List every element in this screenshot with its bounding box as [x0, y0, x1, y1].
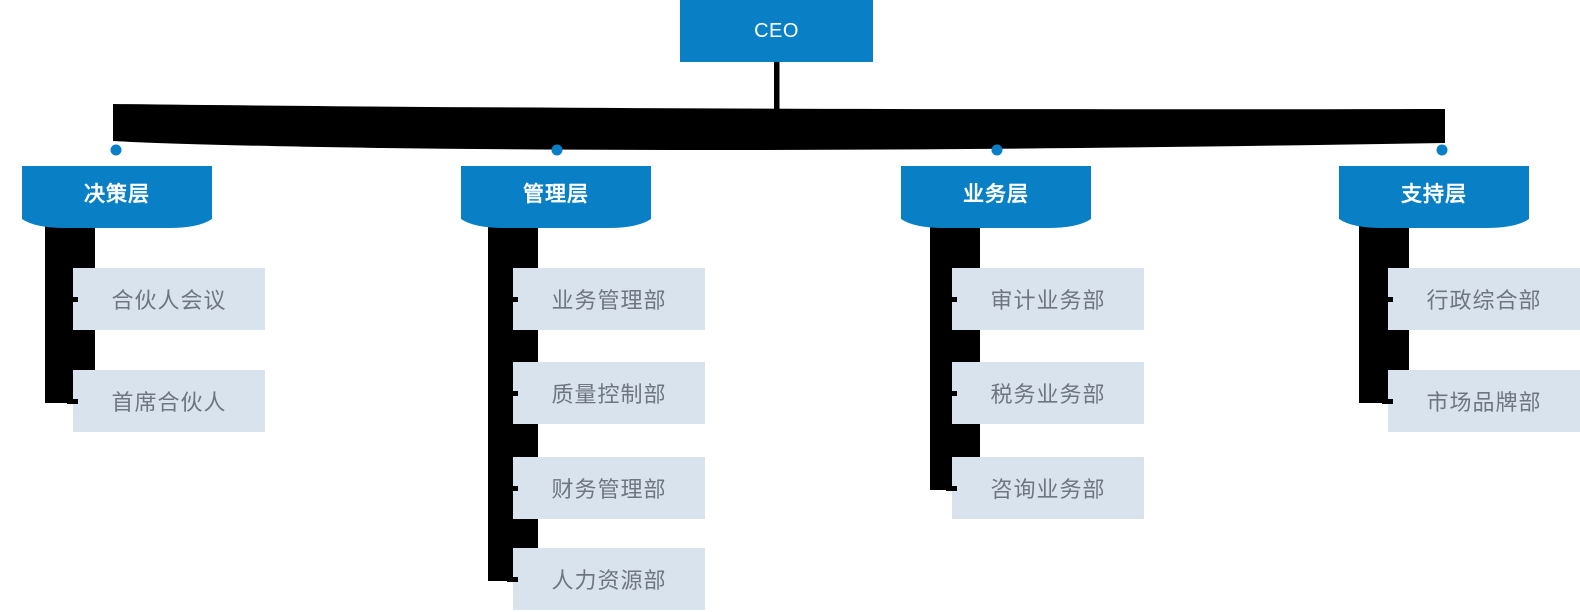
child-stub-connector — [67, 296, 78, 302]
child-node: 业务管理部 — [513, 268, 705, 330]
child-stub-connector — [507, 485, 518, 491]
child-node-label: 质量控制部 — [551, 382, 667, 407]
root-stem-connector — [774, 62, 780, 110]
child-node-label: 业务管理部 — [551, 288, 667, 313]
child-stub-connector — [1382, 296, 1393, 302]
child-stub-connector — [507, 296, 518, 302]
child-node: 合伙人会议 — [73, 268, 265, 330]
child-stub-connector — [67, 398, 78, 404]
branch-ribbon-shape — [1339, 166, 1529, 228]
child-node: 首席合伙人 — [73, 370, 265, 432]
root-node-label: CEO — [754, 19, 799, 42]
child-node: 质量控制部 — [513, 362, 705, 424]
junction-dot-icon — [551, 144, 563, 156]
child-node: 市场品牌部 — [1388, 370, 1580, 432]
branch-node-label: 业务层 — [963, 183, 1029, 206]
junction-dot-icon — [1436, 144, 1448, 156]
child-stub-connector — [946, 296, 957, 302]
child-stub-connector — [946, 390, 957, 396]
branch-rail-connector — [930, 222, 980, 490]
child-stub-connector — [507, 576, 518, 582]
child-stub-connector — [946, 485, 957, 491]
root-node: CEO — [680, 0, 873, 62]
child-node: 审计业务部 — [952, 268, 1144, 330]
child-node-label: 税务业务部 — [990, 382, 1106, 407]
child-node-label: 行政综合部 — [1426, 288, 1542, 313]
child-node-label: 咨询业务部 — [990, 477, 1106, 502]
junction-dot-icon — [110, 144, 122, 156]
child-node-label: 审计业务部 — [990, 288, 1106, 313]
branch-node: 业务层 — [901, 166, 1091, 228]
branch-ribbon-shape — [461, 166, 651, 228]
branch-node-label: 支持层 — [1401, 183, 1467, 206]
child-node-label: 人力资源部 — [551, 568, 667, 593]
child-node: 人力资源部 — [513, 548, 705, 610]
top-rail-connector — [113, 104, 1445, 151]
child-stub-connector — [507, 390, 518, 396]
child-node: 行政综合部 — [1388, 268, 1580, 330]
child-node-label: 合伙人会议 — [111, 288, 227, 313]
branch-ribbon-shape — [901, 166, 1091, 228]
child-node-label: 市场品牌部 — [1426, 390, 1542, 415]
child-node-label: 首席合伙人 — [111, 390, 227, 415]
branch-node: 支持层 — [1339, 166, 1529, 228]
branch-node-label: 决策层 — [84, 183, 150, 206]
branch-node: 管理层 — [461, 166, 651, 228]
child-node-label: 财务管理部 — [551, 477, 667, 502]
junction-dot-icon — [991, 144, 1003, 156]
child-node: 税务业务部 — [952, 362, 1144, 424]
branch-node-label: 管理层 — [523, 183, 589, 206]
branch-node: 决策层 — [22, 166, 212, 228]
child-node: 咨询业务部 — [952, 457, 1144, 519]
branch-ribbon-shape — [22, 166, 212, 228]
child-stub-connector — [1382, 398, 1393, 404]
child-node: 财务管理部 — [513, 457, 705, 519]
